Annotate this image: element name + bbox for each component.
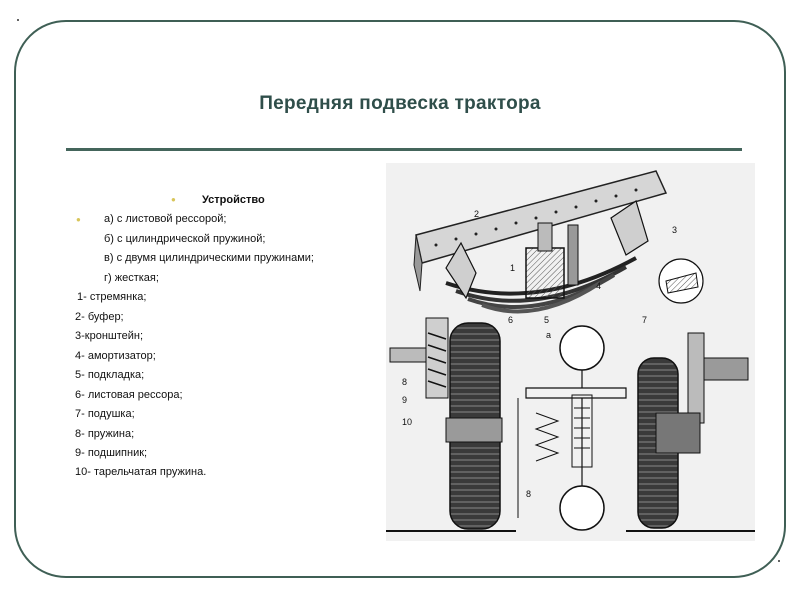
- title-divider: [66, 148, 742, 151]
- list-item: б) с цилиндрической пружиной;: [104, 233, 266, 245]
- wheel-rigid-right: [637, 332, 749, 529]
- label-8-schematic: 8: [526, 489, 531, 499]
- bullet-icon: ●: [171, 195, 176, 204]
- list-item: а) с листовой рессорой;: [104, 213, 227, 225]
- leaf-spring-assembly: [413, 170, 704, 314]
- label-9: 9: [402, 395, 407, 405]
- list-item: 1- стремянка;: [77, 291, 147, 303]
- label-a: а: [546, 330, 551, 340]
- list-item: г) жесткая;: [104, 272, 159, 284]
- label-8: 8: [402, 377, 407, 387]
- list-item: 4- амортизатор;: [75, 350, 156, 362]
- list-item: Устройство: [202, 194, 265, 206]
- label-5: 5: [544, 315, 549, 325]
- list-item: 3-кронштейн;: [75, 330, 144, 342]
- suspension-schematic: [517, 325, 647, 531]
- label-4: 4: [596, 281, 601, 291]
- list-item: 7- подушка;: [75, 408, 135, 420]
- label-2: 2: [474, 209, 479, 219]
- label-10: 10: [402, 417, 412, 427]
- bullet-icon: ●: [76, 215, 81, 224]
- list-item: 6- листовая рессора;: [75, 389, 183, 401]
- list-item: 10- тарельчатая пружина.: [75, 466, 207, 478]
- list-item: 5- подкладка;: [75, 369, 145, 381]
- corner-dot: [778, 560, 780, 562]
- suspension-diagram: 2 3 1 4 5 6 7 а 8 9 10 8: [386, 163, 755, 541]
- label-1: 1: [510, 263, 515, 273]
- label-3: 3: [672, 225, 677, 235]
- list-item: 2- буфер;: [75, 311, 124, 323]
- label-7: 7: [642, 315, 647, 325]
- list-item: 8- пружина;: [75, 428, 135, 440]
- wheel-spring-left: [389, 317, 503, 530]
- slide-title: Передняя подвеска трактора: [259, 93, 541, 114]
- corner-dot: [17, 19, 19, 21]
- list-item: в) с двумя цилиндрическими пружинами;: [104, 252, 314, 264]
- label-6: 6: [508, 315, 513, 325]
- list-item: 9- подшипник;: [75, 447, 148, 459]
